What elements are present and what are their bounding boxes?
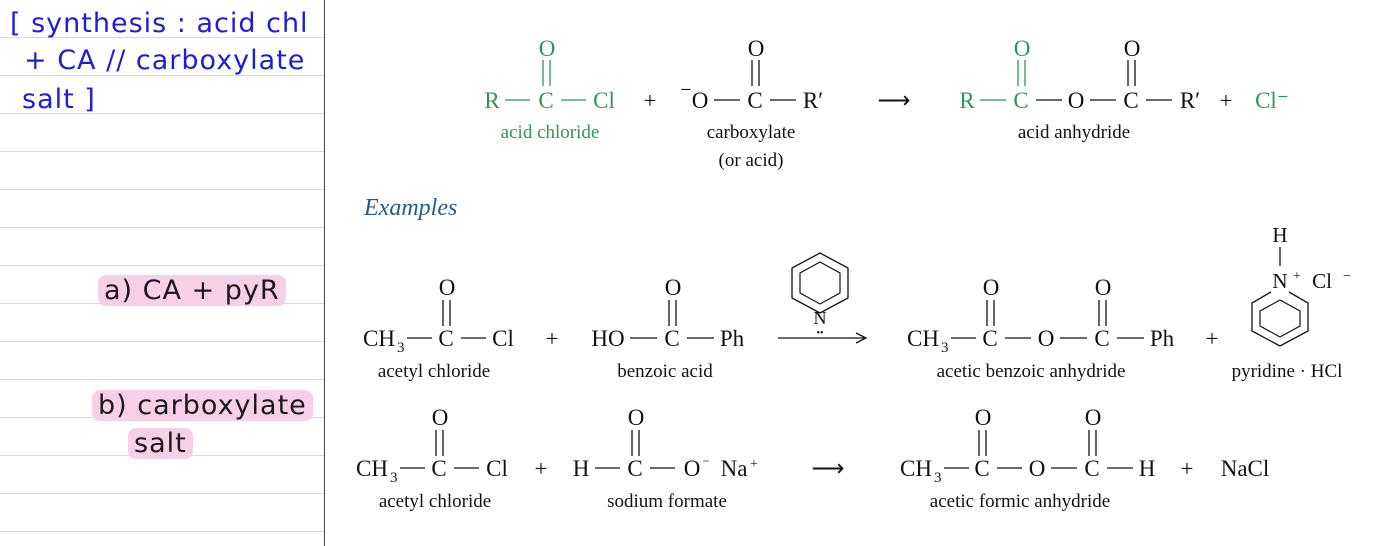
ex1-acetyl-sub3: 3	[397, 340, 405, 356]
ex1-plus-1: +	[546, 326, 559, 351]
ex1-acetyl-chloride-label: acetyl chloride	[378, 361, 490, 382]
ex1-benzoic-c: C	[664, 326, 679, 351]
reaction-arrow-general: ⟶	[878, 88, 911, 113]
ex2-formate-o-minus: O	[684, 456, 701, 481]
pyridine-ring-icon	[791, 252, 849, 314]
ex2-anh-right-o: O	[1085, 405, 1102, 430]
ex2-reaction-arrow: ⟶	[812, 456, 845, 481]
note-item-a-text: a) CA + pyR	[98, 275, 286, 306]
pyridinium-h: H	[1272, 223, 1287, 247]
anhydride-left-o: O	[1014, 36, 1031, 61]
ex1-benzoic-ph: Ph	[720, 326, 745, 351]
ex2-acetyl-cl: Cl	[486, 456, 508, 481]
ex1-acetyl-cl: Cl	[492, 326, 514, 351]
ex2-acetyl-c: C	[431, 456, 446, 481]
ex2-sodium-formate-label: sodium formate	[607, 491, 727, 512]
general-reaction: O R C Cl acid chloride + O ⁻ O C R′ carb…	[484, 36, 1289, 171]
pyridinium-plus: +	[1293, 269, 1301, 284]
ex2-formate-o: O	[628, 405, 645, 430]
ex2-na-plus: +	[750, 457, 758, 472]
ex2-anh-sub3: 3	[934, 470, 942, 486]
pyridinium-ring-icon	[1251, 291, 1309, 347]
carboxylate-o: O	[692, 88, 709, 113]
pyridine-n: N	[814, 308, 827, 328]
ex1-benzoic-ho: HO	[591, 326, 624, 351]
plus-sign-1: +	[644, 88, 657, 113]
ex1-anh-sub3: 3	[941, 340, 949, 356]
note-heading-line-3: salt ]	[22, 84, 96, 115]
chloride-ion: Cl⁻	[1255, 88, 1289, 113]
ex2-formate-c: C	[627, 456, 642, 481]
ex2-acetyl-chloride-label: acetyl chloride	[379, 491, 491, 512]
anhydride-right-c: C	[1123, 88, 1138, 113]
ex1-acetyl-c: C	[438, 326, 453, 351]
ex1-anh-c1: C	[982, 326, 997, 351]
ex2-anh-c2: C	[1084, 456, 1099, 481]
ex2-acetyl-o: O	[432, 405, 449, 430]
anhydride-right-o: O	[1124, 36, 1141, 61]
acyl-r: R	[484, 88, 500, 113]
ex2-na: Na	[721, 456, 748, 481]
ex1-anh-right-o: O	[1095, 275, 1112, 300]
ex1-benzoic-acid-label: benzoic acid	[617, 361, 713, 382]
ex1-anh-ch: CH	[907, 326, 939, 351]
note-item-b-line-2: salt	[128, 428, 193, 459]
ex2-anh-h: H	[1139, 456, 1156, 481]
pyridinium-n: N	[1272, 269, 1287, 293]
note-item-b-text-1: b) carboxylate	[92, 390, 313, 421]
ex2-plus-2: +	[1181, 456, 1194, 481]
ex1-pyridine-hcl-label: pyridine · HCl	[1232, 361, 1343, 382]
acid-anhydride-label: acid anhydride	[1018, 122, 1130, 143]
pyridine-lone-pair: ••	[816, 328, 823, 339]
note-heading-line-2: + CA // carboxylate	[24, 45, 306, 76]
carboxylate-label: carboxylate	[707, 122, 796, 143]
ex1-plus-2: +	[1206, 326, 1219, 351]
ex1-anh-o: O	[1038, 326, 1055, 351]
ex2-formate-minus: ⁻	[702, 457, 709, 472]
acyl-c: C	[538, 88, 553, 113]
examples-heading: Examples	[363, 195, 457, 221]
acid-chloride-label: acid chloride	[501, 122, 600, 143]
ex1-anh-left-o: O	[983, 275, 1000, 300]
plus-sign-2: +	[1220, 88, 1233, 113]
carboxylate-carbonyl-o: O	[748, 36, 765, 61]
pyridinium-cl-minus: −	[1343, 269, 1351, 284]
ex1-anh-ph: Ph	[1150, 326, 1175, 351]
ex2-acetic-formic-anhydride-label: acetic formic anhydride	[930, 491, 1110, 512]
ex2-plus-1: +	[535, 456, 548, 481]
ex1-benzoic-o: O	[665, 275, 682, 300]
or-acid-label: (or acid)	[719, 150, 784, 171]
ex1-acetyl-ch: CH	[363, 326, 395, 351]
note-heading-line-1: [ synthesis : acid chl	[10, 8, 309, 39]
acyl-cl: Cl	[593, 88, 615, 113]
ex2-acetyl-ch: CH	[356, 456, 388, 481]
ex1-arrow-head	[855, 332, 868, 344]
ex2-anh-ch: CH	[900, 456, 932, 481]
carboxylate-negative-charge: ⁻	[680, 81, 692, 106]
anhydride-bridge-o: O	[1068, 88, 1085, 113]
ex1-acetic-benzoic-anhydride-label: acetic benzoic anhydride	[937, 361, 1126, 382]
anhydride-left-c: C	[1013, 88, 1028, 113]
example-2-reaction: O CH 3 C Cl acetyl chloride + O H C O ⁻ …	[356, 405, 1269, 512]
ex2-anh-left-o: O	[975, 405, 992, 430]
ex1-acetyl-o: O	[439, 275, 456, 300]
ex2-acetyl-sub3: 3	[390, 470, 398, 486]
ex2-formate-h: H	[573, 456, 590, 481]
anhydride-r: R	[959, 88, 975, 113]
note-item-b-text-2: salt	[128, 428, 193, 459]
anhydride-r-prime: R′	[1180, 88, 1200, 113]
notes-panel: [ synthesis : acid chl + CA // carboxyla…	[0, 0, 325, 546]
ex2-nacl: NaCl	[1221, 456, 1270, 481]
example-1-reaction: O CH 3 C Cl acetyl chloride + O HO C Ph …	[363, 223, 1351, 382]
acyl-carbonyl-o: O	[539, 36, 556, 61]
pyridinium-cl: Cl	[1312, 269, 1332, 293]
ex2-anh-o: O	[1029, 456, 1046, 481]
note-item-b-line-1: b) carboxylate	[92, 390, 313, 421]
carboxylate-c: C	[747, 88, 762, 113]
ex2-anh-c1: C	[974, 456, 989, 481]
carboxylate-r-prime: R′	[803, 88, 823, 113]
note-item-a: a) CA + pyR	[98, 275, 286, 306]
ex1-anh-c2: C	[1094, 326, 1109, 351]
